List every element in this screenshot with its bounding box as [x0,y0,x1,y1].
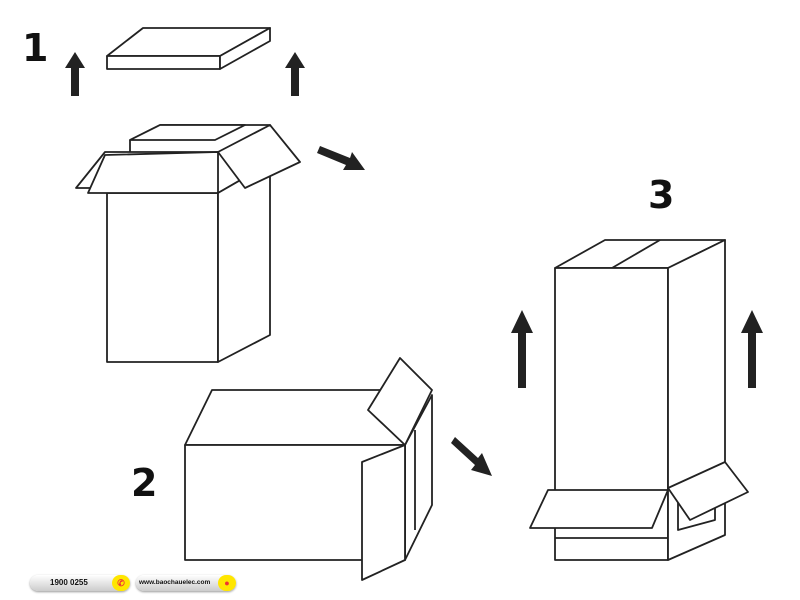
step-number-1: 1 [22,26,49,70]
hotline-number: 1900 0255 [50,578,88,587]
box-lid [106,27,271,70]
open-box-step-1 [75,124,301,363]
website-badge: www.baochauelec.com ● [136,575,236,591]
hotline-badge: 1900 0255 ✆ [30,575,130,591]
phone-icon: ✆ [112,575,130,591]
arrow-up-icon [65,52,305,96]
website-url: www.baochauelec.com [139,579,211,586]
globe-icon: ● [218,575,236,591]
box-on-side-step-2 [184,357,433,581]
arrow-up-icon [511,310,763,388]
step-number-2: 2 [131,461,158,505]
box-upright-step-3 [529,239,749,561]
step-number-3: 3 [648,173,675,217]
arrow-diagonal-icon [317,146,492,476]
